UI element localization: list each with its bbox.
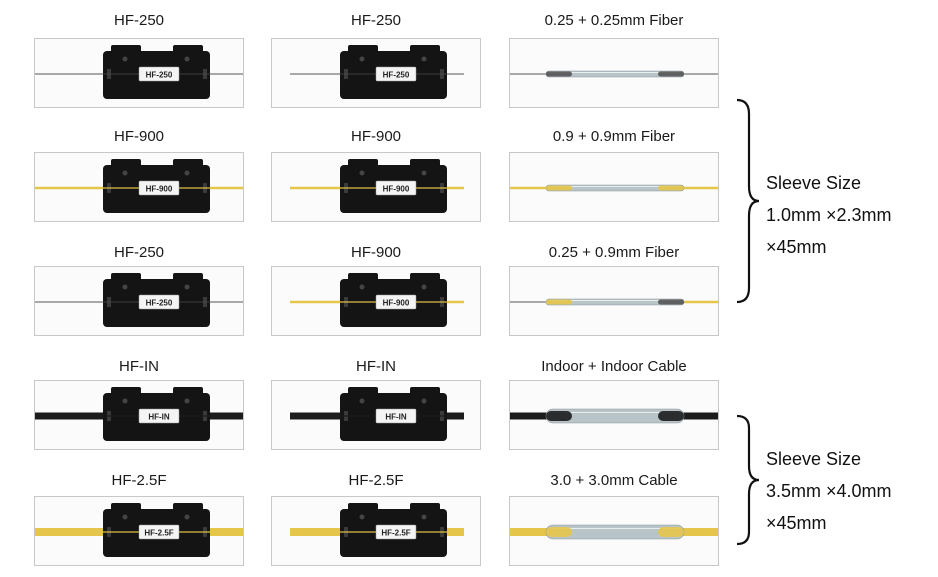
sleeve-photo bbox=[509, 38, 719, 108]
holder-tag-label: HF-2.5F bbox=[144, 529, 173, 538]
holder-tag-label: HF-900 bbox=[383, 185, 410, 194]
holder-tag-label: HF-IN bbox=[148, 413, 170, 422]
fiber-type-label: 3.0 + 3.0mm Cable bbox=[550, 472, 678, 489]
holder-label: HF-250 bbox=[113, 244, 165, 261]
sleeve-size-length: ×45mm bbox=[766, 237, 827, 257]
holder-photo: HF-250 bbox=[34, 266, 244, 336]
holder-photo: HF-IN bbox=[34, 380, 244, 450]
holder-label: HF-250 bbox=[113, 12, 165, 29]
holder-photo: HF-900 bbox=[34, 152, 244, 222]
fiber-type-label: 0.25 + 0.25mm Fiber bbox=[544, 12, 684, 29]
fiber-holder-icon: HF-900 bbox=[340, 159, 447, 213]
holder-photo: HF-IN bbox=[271, 380, 481, 450]
holder-photo: HF-900 bbox=[271, 152, 481, 222]
fiber-holder-icon: HF-900 bbox=[340, 273, 447, 327]
holder-photo: HF-2.5F bbox=[34, 496, 244, 566]
holder-tag-label: HF-250 bbox=[146, 299, 173, 308]
sleeve-size-dims: 3.5mm ×4.0mm bbox=[766, 481, 892, 501]
sleeve-size-text: Sleeve Size 1.0mm ×2.3mm ×45mm bbox=[766, 167, 892, 263]
holder-label: HF-2.5F bbox=[348, 472, 404, 489]
holder-tag-label: HF-IN bbox=[385, 413, 407, 422]
sleeve-photo bbox=[509, 266, 719, 336]
holder-tag-label: HF-2.5F bbox=[381, 529, 410, 538]
sleeve-size-length: ×45mm bbox=[766, 513, 827, 533]
sleeve-photo bbox=[509, 496, 719, 566]
fiber-holder-icon: HF-IN bbox=[103, 387, 210, 441]
holder-tag-label: HF-250 bbox=[146, 71, 173, 80]
fiber-holder-icon: HF-2.5F bbox=[103, 503, 210, 557]
fiber-type-label: 0.25 + 0.9mm Fiber bbox=[548, 244, 680, 261]
splice-sleeve-icon bbox=[545, 524, 685, 540]
sleeve-size-dims: 1.0mm ×2.3mm bbox=[766, 205, 892, 225]
fiber-holder-icon: HF-250 bbox=[103, 45, 210, 99]
holder-label: HF-250 bbox=[350, 12, 402, 29]
holder-label: HF-IN bbox=[356, 358, 396, 375]
holder-label: HF-900 bbox=[350, 244, 402, 261]
fiber-holder-icon: HF-2.5F bbox=[340, 503, 447, 557]
splice-sleeve-icon bbox=[545, 184, 685, 192]
holder-label: HF-2.5F bbox=[111, 472, 167, 489]
fiber-holder-icon: HF-250 bbox=[340, 45, 447, 99]
holder-label: HF-900 bbox=[113, 128, 165, 145]
splice-sleeve-icon bbox=[545, 408, 685, 424]
holder-label: HF-900 bbox=[350, 128, 402, 145]
holder-photo: HF-250 bbox=[34, 38, 244, 108]
holder-photo: HF-2.5F bbox=[271, 496, 481, 566]
sleeve-size-title: Sleeve Size bbox=[766, 173, 862, 193]
holder-label: HF-IN bbox=[119, 358, 159, 375]
right-brace-icon bbox=[736, 98, 760, 304]
holder-tag-label: HF-900 bbox=[383, 299, 410, 308]
holder-tag-label: HF-900 bbox=[146, 185, 173, 194]
holder-tag-label: HF-250 bbox=[383, 71, 410, 80]
fiber-type-label: 0.9 + 0.9mm Fiber bbox=[552, 128, 676, 145]
splice-sleeve-icon bbox=[545, 298, 685, 306]
fiber-holder-icon: HF-900 bbox=[103, 159, 210, 213]
sleeve-size-title: Sleeve Size bbox=[766, 449, 862, 469]
holder-photo: HF-900 bbox=[271, 266, 481, 336]
right-brace-icon bbox=[736, 414, 760, 546]
fiber-holder-icon: HF-250 bbox=[103, 273, 210, 327]
fiber-holder-icon: HF-IN bbox=[340, 387, 447, 441]
sleeve-photo bbox=[509, 152, 719, 222]
fiber-type-label: Indoor + Indoor Cable bbox=[541, 358, 687, 375]
sleeve-size-text: Sleeve Size 3.5mm ×4.0mm ×45mm bbox=[766, 443, 892, 539]
sleeve-photo bbox=[509, 380, 719, 450]
holder-photo: HF-250 bbox=[271, 38, 481, 108]
splice-sleeve-icon bbox=[545, 70, 685, 78]
